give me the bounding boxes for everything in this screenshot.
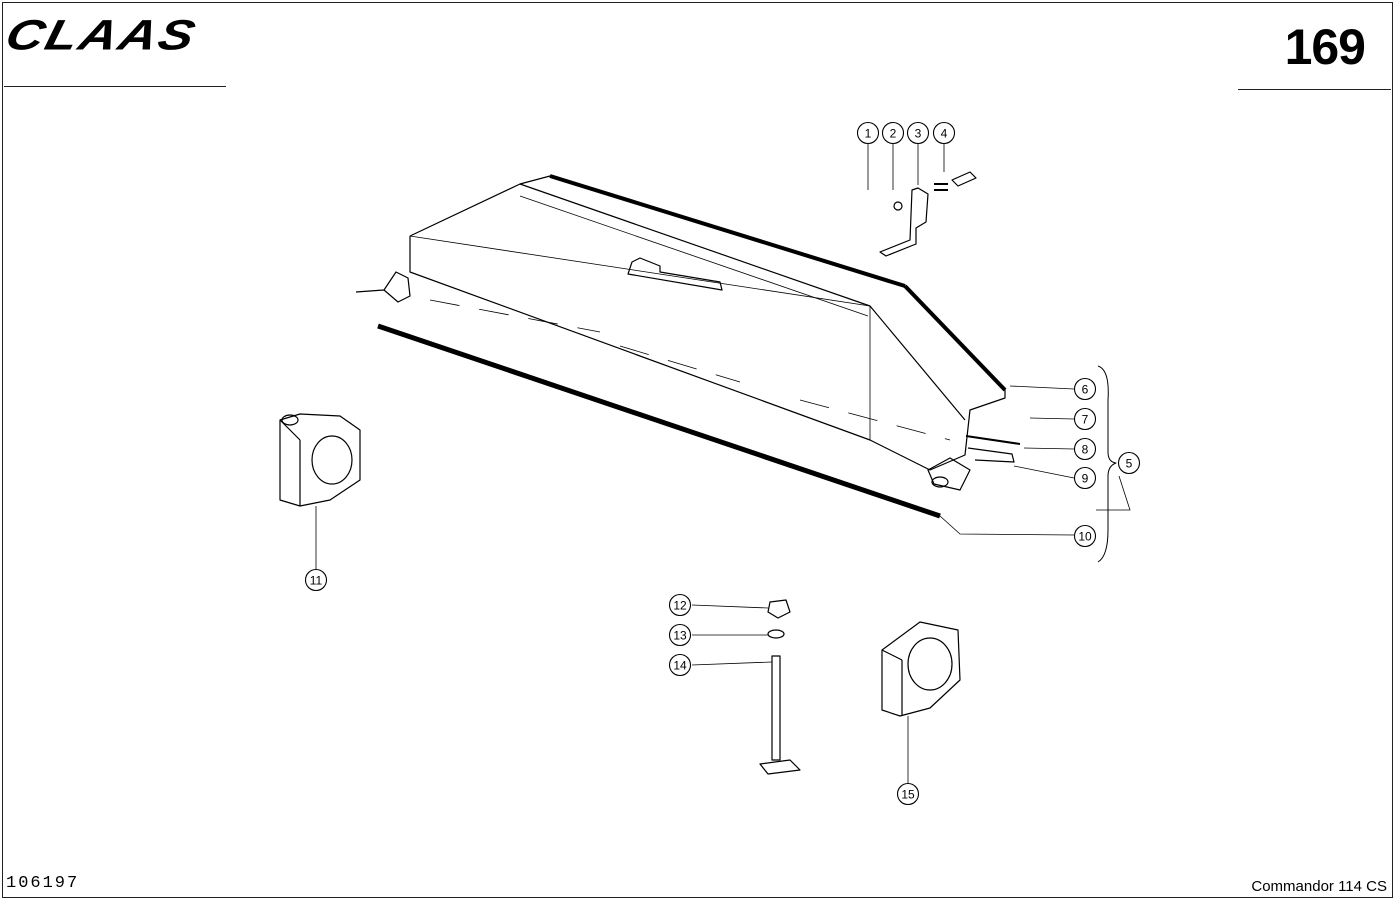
- callout-13: 13: [668, 623, 692, 647]
- document-code: 106197: [6, 874, 80, 893]
- svg-text:13: 13: [673, 629, 687, 643]
- logo-underline: [4, 86, 226, 87]
- svg-text:7: 7: [1082, 413, 1089, 427]
- beam-assembly-drawing: [279, 143, 1131, 783]
- callout-6: 6: [1073, 377, 1097, 401]
- callout-8: 8: [1073, 437, 1097, 461]
- svg-text:10: 10: [1078, 530, 1092, 544]
- callout-12: 12: [668, 593, 692, 617]
- callout-5: 5: [1117, 451, 1141, 475]
- svg-text:6: 6: [1082, 383, 1089, 397]
- callout-14: 14: [668, 653, 692, 677]
- svg-text:5: 5: [1126, 457, 1133, 471]
- svg-text:14: 14: [673, 659, 687, 673]
- svg-text:9: 9: [1082, 472, 1089, 486]
- callout-2: 2: [881, 121, 905, 145]
- svg-text:4: 4: [941, 127, 948, 141]
- callout-3: 3: [906, 121, 930, 145]
- callout-15: 15: [896, 782, 920, 806]
- svg-text:3: 3: [915, 127, 922, 141]
- callout-11: 11: [304, 568, 328, 592]
- svg-text:1: 1: [865, 127, 872, 141]
- svg-text:11: 11: [310, 574, 323, 588]
- svg-text:2: 2: [890, 127, 897, 141]
- svg-text:8: 8: [1082, 443, 1089, 457]
- page-number-underline: [1238, 89, 1391, 90]
- callout-10: 10: [1073, 524, 1097, 548]
- svg-text:15: 15: [901, 788, 915, 802]
- svg-text:12: 12: [673, 599, 687, 613]
- callout-7: 7: [1073, 407, 1097, 431]
- callout-4: 4: [932, 121, 956, 145]
- model-name: Commandor 114 CS: [1251, 878, 1387, 895]
- callout-1: 1: [856, 121, 880, 145]
- page-number: 169: [1284, 19, 1366, 75]
- callout-9: 9: [1073, 466, 1097, 490]
